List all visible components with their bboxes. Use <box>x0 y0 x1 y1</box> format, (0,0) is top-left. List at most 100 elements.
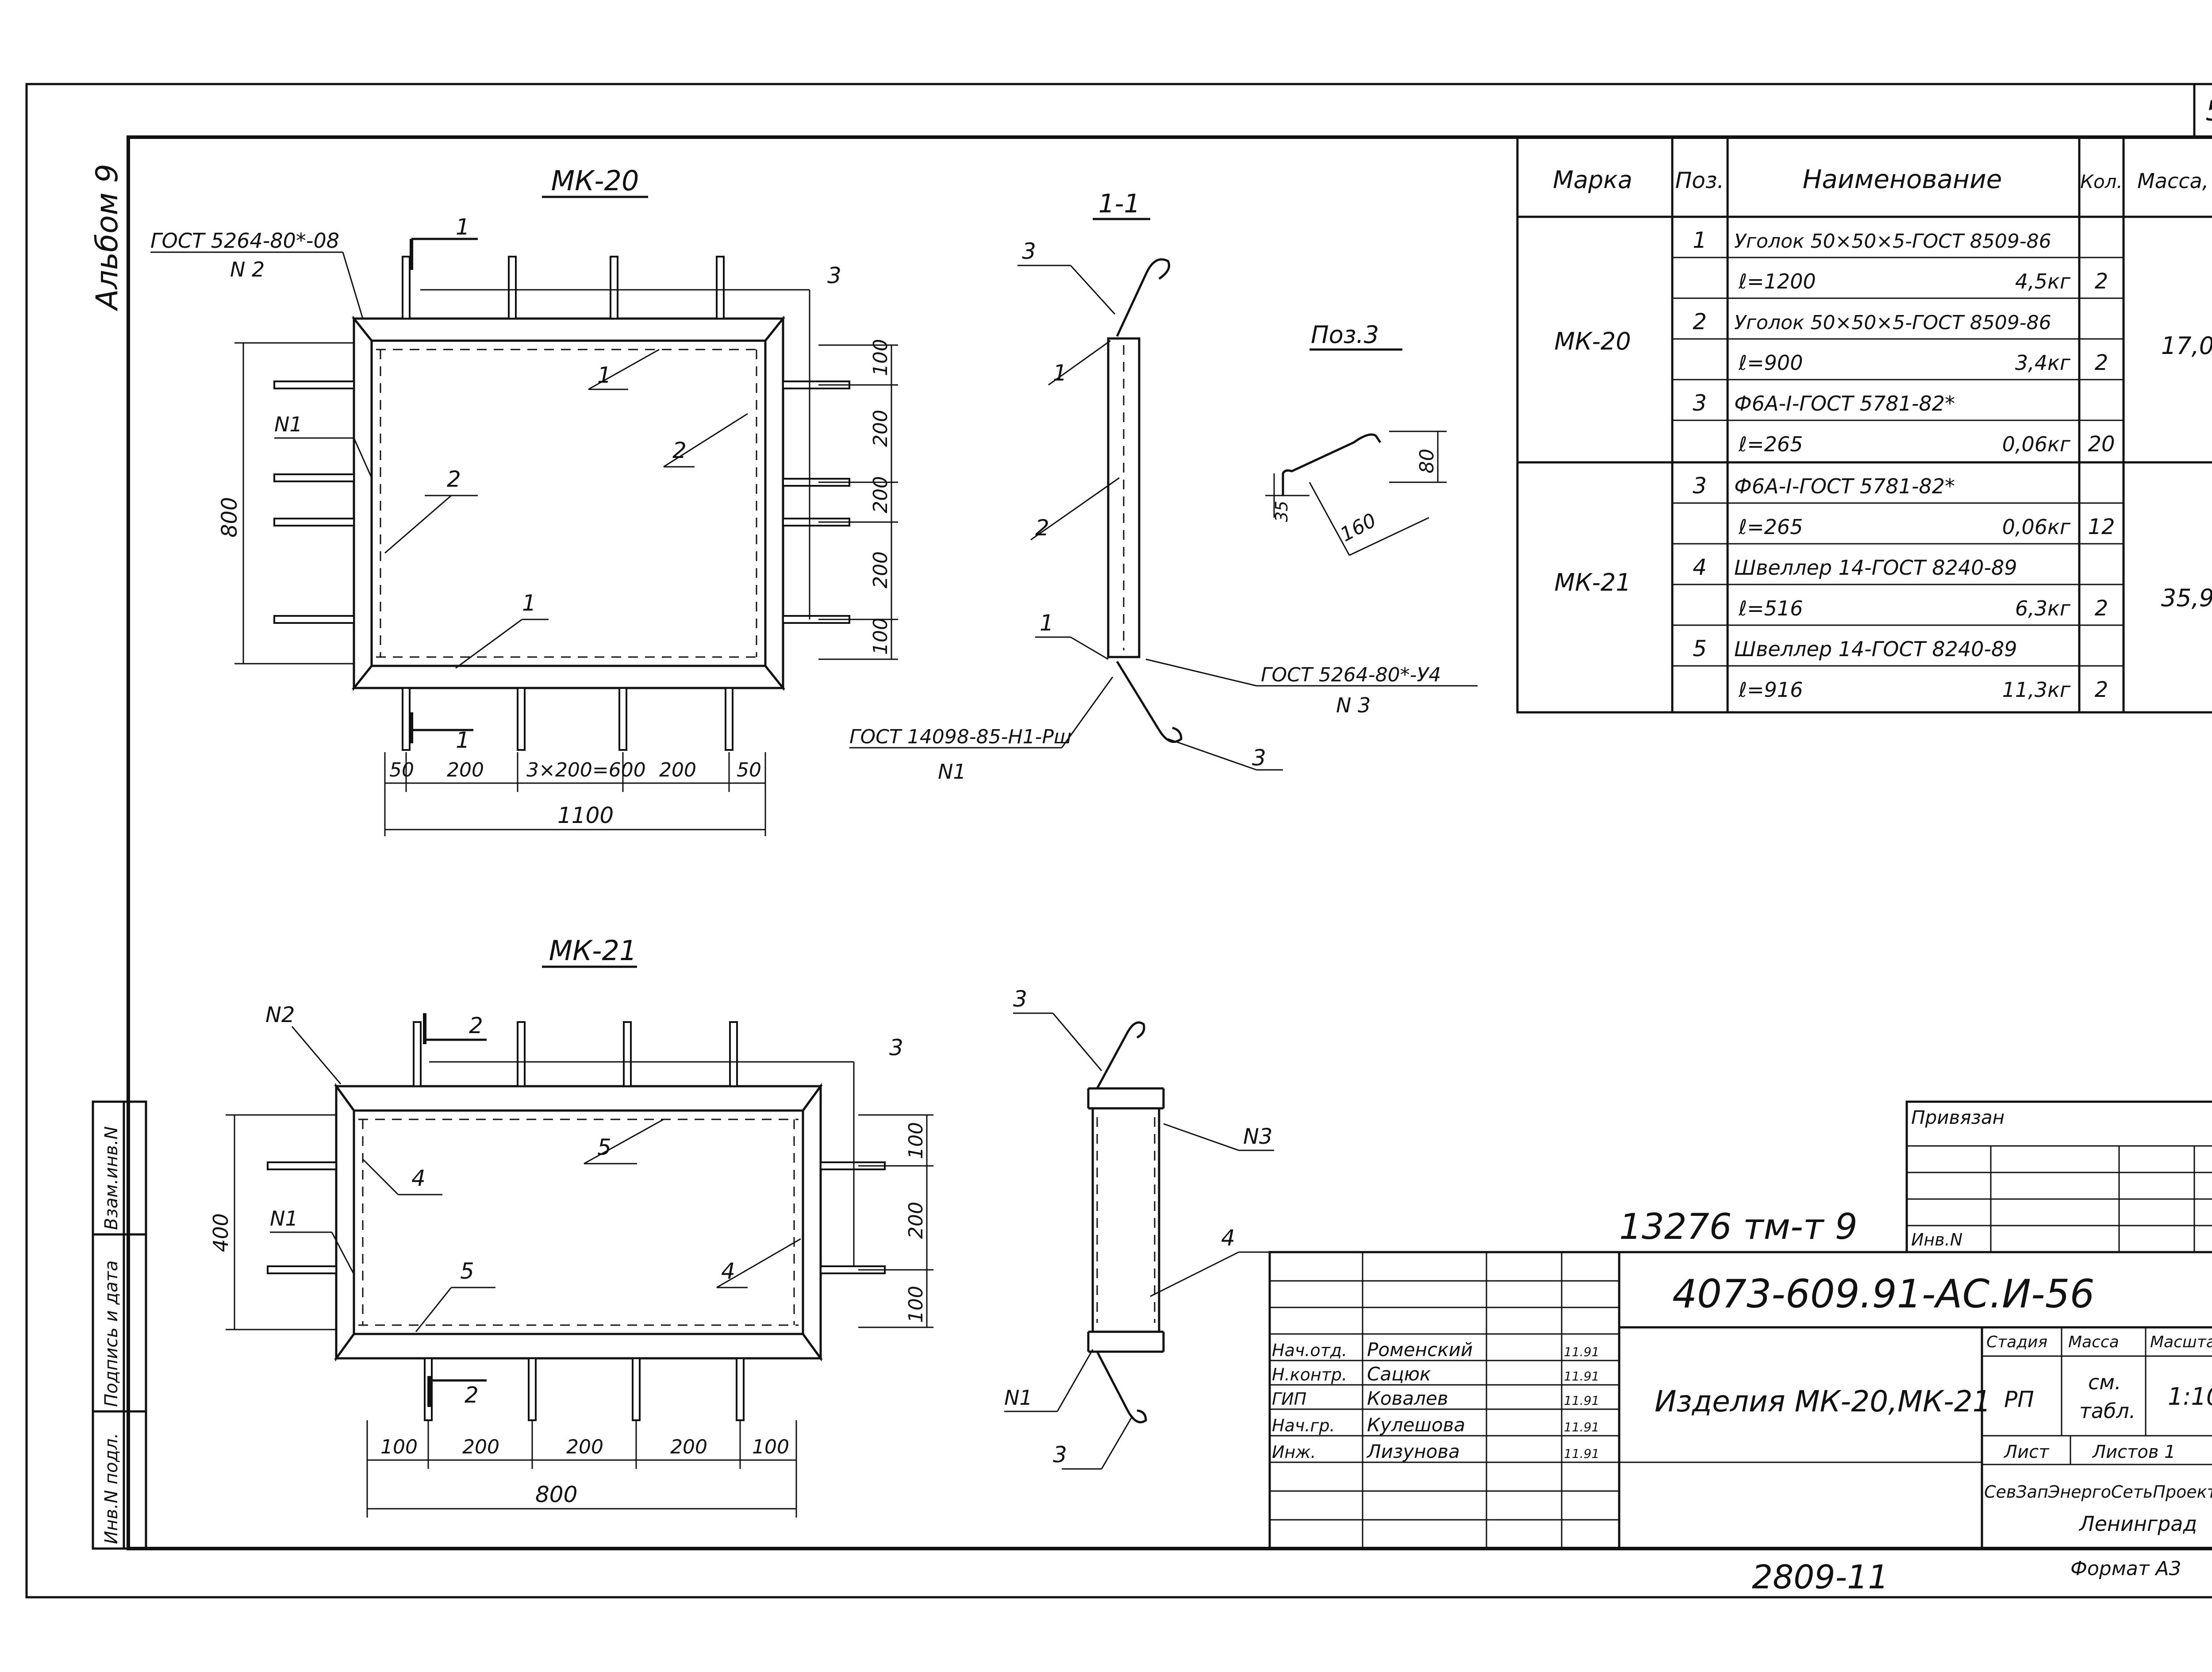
spec-mk21-l1-qty: 12 <box>2088 515 2115 539</box>
tb-role-2: Н.контр. <box>1272 1365 1347 1384</box>
side-stamp: Инв.N подл. Подпись и дата Взам.инв.N <box>92 1100 147 1550</box>
mk20-dim-r1: 100 <box>869 339 892 376</box>
spec-mk20-l2-name: Уголок 50×50×5-ГОСТ 8509-86 <box>1734 311 2051 334</box>
spec-mk21-l1-pos: 3 <box>1693 473 1707 499</box>
section11-pos2: 2 <box>1035 515 1049 541</box>
section-1-1: 1-1 3 1 2 1 ГОСТ 5264-80*-У4 N 3 3 ГОСТ … <box>849 188 1478 784</box>
mk21-dim-400: 400 <box>209 1213 233 1252</box>
spec-mk20-l2-w: 3,4кг <box>2015 351 2071 375</box>
tb-mass-1: см. <box>2088 1370 2121 1394</box>
mk20-dim-r4: 200 <box>869 551 892 588</box>
section11-gost-stud: ГОСТ 14098-85-Н1-Рш <box>849 726 1071 748</box>
mk20-dim-b1: 50 <box>389 759 414 781</box>
mk20-pos1-top: 1 <box>597 362 611 388</box>
mk21-pos4-right: 4 <box>721 1258 735 1284</box>
tb-date-2: 11.91 <box>1564 1369 1599 1384</box>
mk20-dim-b2: 200 <box>447 759 484 781</box>
tb-name-3: Ковалев <box>1367 1388 1448 1409</box>
mk21-section-top: 2 <box>469 1013 483 1038</box>
section-2-2: 3 N3 4 N1 3 <box>1004 986 1274 1470</box>
mk20-section-bottom: 1 <box>456 727 470 753</box>
section11-pos1-bottom: 1 <box>1040 610 1054 636</box>
tb-name-2: Сацюк <box>1367 1363 1431 1385</box>
mk20-dim-r5: 100 <box>869 618 892 655</box>
spec-header-pos: Поз. <box>1675 168 1724 193</box>
mk20-section-top: 1 <box>456 214 470 240</box>
section11-title: 1-1 <box>1098 188 1141 219</box>
mk21-pos5-top: 5 <box>597 1134 611 1160</box>
tb-mass-header: Масса <box>2068 1333 2119 1351</box>
section22-pos3-top: 3 <box>1013 986 1027 1012</box>
spec-mk21-l2-w: 6,3кг <box>2015 596 2071 620</box>
spec-mk20-l2-pos: 2 <box>1693 309 1707 334</box>
spec-mk21-l2-name: Швеллер 14-ГОСТ 8240-89 <box>1734 556 2017 580</box>
section11-gost-weld: ГОСТ 5264-80*-У4 <box>1261 664 1441 686</box>
spec-mk21-l3-name: Швеллер 14-ГОСТ 8240-89 <box>1734 637 2017 661</box>
spec-mk21-l2-pos: 4 <box>1693 554 1707 580</box>
spec-mk21-l1-sub: ℓ=265 <box>1738 515 1803 539</box>
spec-mk21-l3-pos: 5 <box>1693 636 1707 661</box>
spec-mk20-l3-w: 0,06кг <box>2002 432 2071 456</box>
spec-header-marka: Марка <box>1553 166 1632 194</box>
mk21-dim-800: 800 <box>535 1482 577 1507</box>
mk20-pos2-left: 2 <box>447 466 461 492</box>
spec-mk21-l3-qty: 2 <box>2095 677 2108 702</box>
section22-n3: N3 <box>1243 1124 1272 1149</box>
mk20-dim-1100: 1100 <box>557 803 614 828</box>
spec-mk20-marka: МК-20 <box>1554 327 1631 355</box>
mk21-n1: N1 <box>270 1207 298 1230</box>
mk21-dim-r2: 200 <box>905 1202 927 1239</box>
section11-n1: N1 <box>938 760 966 784</box>
privyazan-stamp: Привязан Инв.N <box>1905 1100 2212 1253</box>
spec-mk21-l2-qty: 2 <box>2095 596 2108 621</box>
mk20-dim-r2: 200 <box>869 410 892 447</box>
spec-mk20-l1-name: Уголок 50×50×5-ГОСТ 8509-86 <box>1734 230 2051 253</box>
inv-n-label: Инв.N <box>1911 1230 1962 1249</box>
mk20-pos2-right: 2 <box>672 438 687 463</box>
side-stamp-1: Инв.N подл. <box>101 1433 122 1544</box>
sheet-number-box <box>2193 83 2212 138</box>
title-block: 4073-609.91-АС.И-56 Нач.отд. Роменский 1… <box>1268 1251 2212 1550</box>
outer-frame <box>25 83 2212 1599</box>
section22-pos4: 4 <box>1221 1225 1235 1251</box>
mk20-pos1-bottom: 1 <box>522 590 536 616</box>
mk21-title: МК-21 <box>549 934 637 967</box>
spec-mk21-l1-w: 0,06кг <box>2002 515 2071 539</box>
spec-mk20-l3-sub: ℓ=265 <box>1738 432 1803 456</box>
album-label: Альбом 9 <box>90 164 125 311</box>
side-stamp-3: Взам.инв.N <box>101 1126 122 1230</box>
pos3-dim-35: 35 <box>1272 501 1291 522</box>
mk21-dim-r3: 100 <box>905 1286 927 1323</box>
tb-scale: 1:10 <box>2168 1383 2212 1411</box>
tb-role-5: Инж. <box>1272 1442 1316 1462</box>
pos3-title: Поз.3 <box>1311 321 1379 349</box>
tb-mass-2: табл. <box>2079 1399 2135 1423</box>
mk20-title: МК-20 <box>551 165 639 197</box>
tb-stage: РП <box>2004 1387 2034 1412</box>
mk21-pos4-left: 4 <box>411 1165 426 1191</box>
tb-item-title: Изделия МК-20,МК-21 <box>1655 1384 1991 1418</box>
section11-pos3-top: 3 <box>1022 238 1036 264</box>
tb-date-3: 11.91 <box>1564 1393 1599 1408</box>
mk21-dim-b1: 100 <box>380 1436 418 1458</box>
tb-date-1: 11.91 <box>1564 1345 1599 1359</box>
mk20-n1: N1 <box>274 412 303 436</box>
tb-sheet-label: Лист <box>2003 1442 2050 1462</box>
mk21-dim-r1: 100 <box>905 1122 927 1159</box>
format-label: Формат А3 <box>2070 1557 2181 1580</box>
mk20-dim-800: 800 <box>217 497 242 538</box>
inner-frame <box>127 135 2212 1550</box>
mk20-dim-r3: 200 <box>869 476 892 513</box>
spec-mk20-l1-sub: ℓ=1200 <box>1738 269 1816 293</box>
doc-code: 4073-609.91-АС.И-56 <box>1672 1271 2095 1317</box>
spec-header-name: Наименование <box>1803 164 2002 194</box>
spec-mk20-l3-name: Ф6А-I-ГОСТ 5781-82* <box>1734 392 1955 415</box>
tb-org: СевЗапЭнергоСетьПроект <box>1984 1482 2212 1502</box>
tb-name-1: Роменский <box>1367 1339 1473 1361</box>
mk21-n2: N2 <box>265 1003 295 1027</box>
mk20-gost-top: ГОСТ 5264-80*-08 <box>150 229 339 253</box>
spec-mk20-l2-qty: 2 <box>2095 350 2108 375</box>
tb-date-4: 11.91 <box>1564 1420 1599 1434</box>
section22-n1: N1 <box>1004 1386 1033 1410</box>
spec-mk20-mass: 17,0 <box>2161 332 2212 360</box>
